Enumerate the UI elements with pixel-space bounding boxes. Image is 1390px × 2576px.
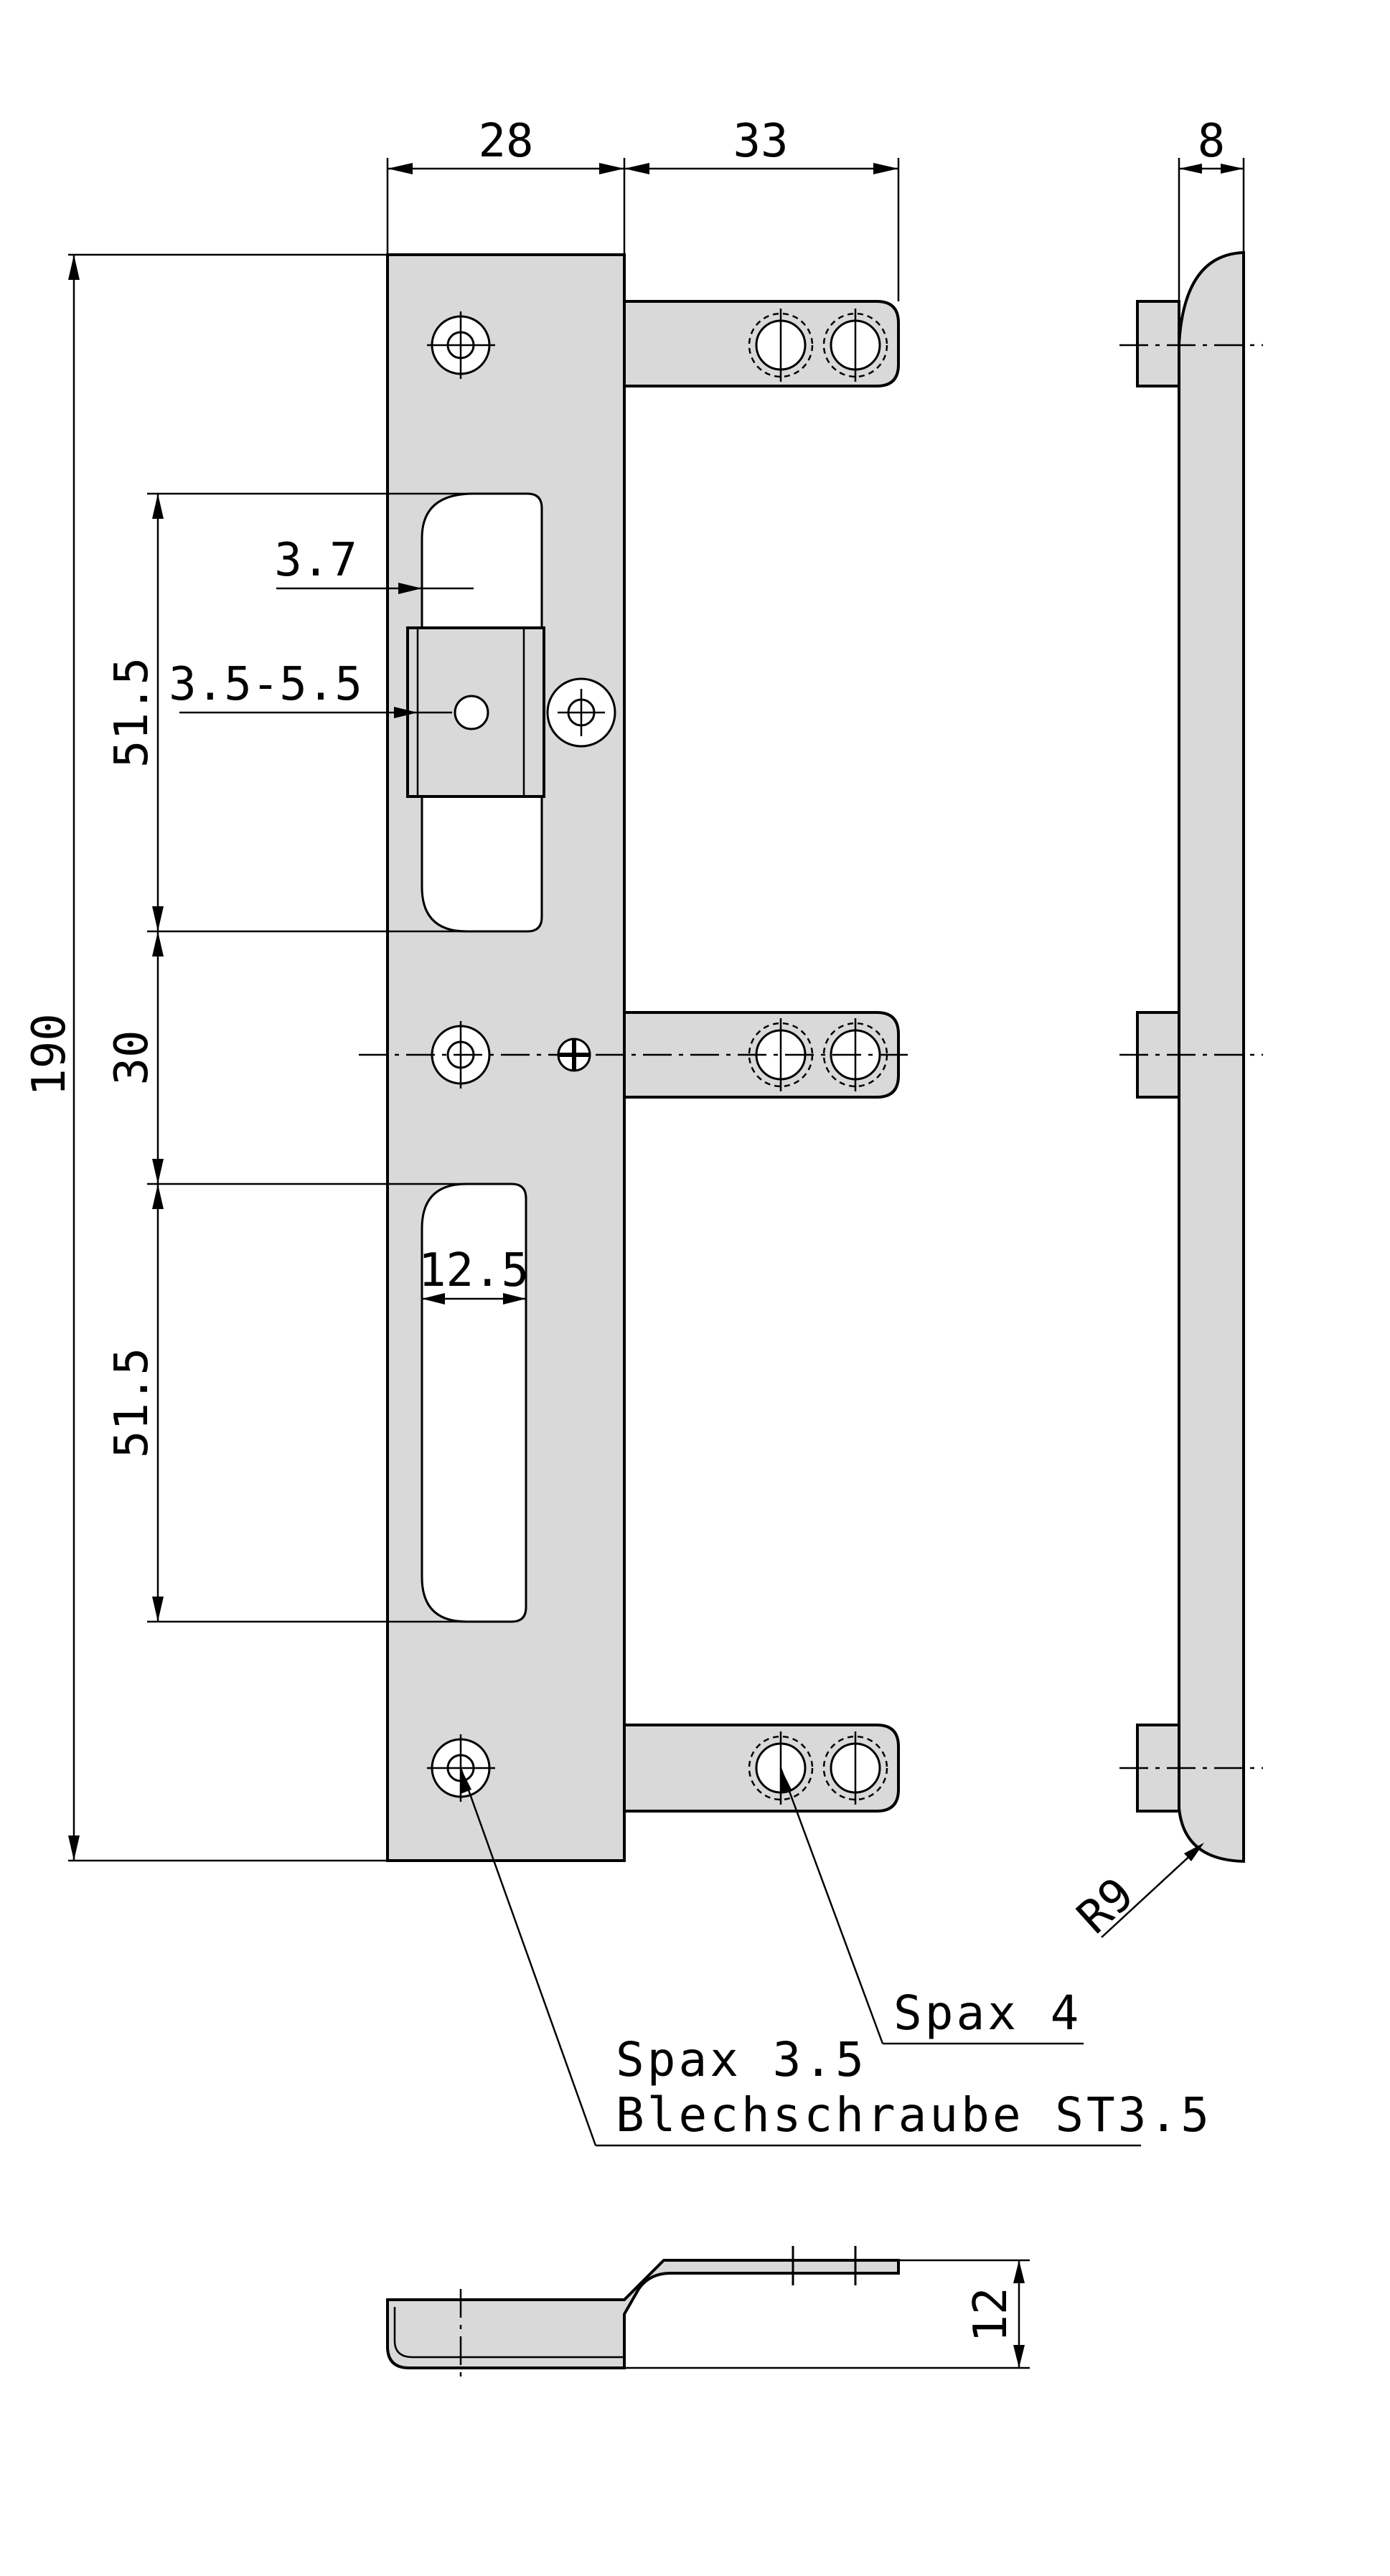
dim-3-5-5-5: 3.5-5.5 [169, 658, 362, 711]
dim-30: 30 [105, 1030, 159, 1085]
note-blechschraube: Blechschraube ST3.5 [616, 2087, 1212, 2143]
dim-8: 8 [1198, 115, 1226, 168]
dim-51-5-bottom: 51.5 [105, 1348, 159, 1458]
leader-spax4 [779, 1767, 884, 2044]
plate-hole-top [427, 311, 495, 379]
dim-r9: R9 [1068, 1868, 1145, 1945]
adjust-hole [454, 695, 489, 730]
dim-3-7: 3.7 [274, 534, 357, 587]
side-profile [1178, 250, 1245, 1863]
bottom-profile [386, 2259, 900, 2369]
bottom-view [386, 2246, 900, 2382]
dim-51-5-top: 51.5 [105, 657, 159, 768]
leader-spax35 [459, 1767, 597, 2146]
dimension-labels: 28 33 8 190 51.5 30 51.5 3.7 3.5-5.5 12.… [23, 115, 1225, 2343]
dim-28: 28 [478, 115, 533, 168]
tab-holes-top [748, 309, 888, 382]
plate-hole-side [546, 677, 616, 748]
note-spax4: Spax 4 [893, 1985, 1081, 2041]
note-spax35: Spax 3.5 [616, 2032, 867, 2087]
dim-33: 33 [733, 115, 788, 168]
front-view [359, 253, 908, 1862]
dimension-lines [68, 158, 1245, 2369]
side-view [1119, 250, 1263, 1863]
dim-12-5: 12.5 [418, 1244, 529, 1297]
dim-12: 12 [964, 2287, 1018, 2342]
notes: Spax 4 Spax 3.5 Blechschraube ST3.5 [616, 1985, 1212, 2143]
tab-holes-bottom [748, 1731, 888, 1805]
side-tab-top [1136, 300, 1180, 387]
dim-190: 190 [23, 1013, 76, 1096]
